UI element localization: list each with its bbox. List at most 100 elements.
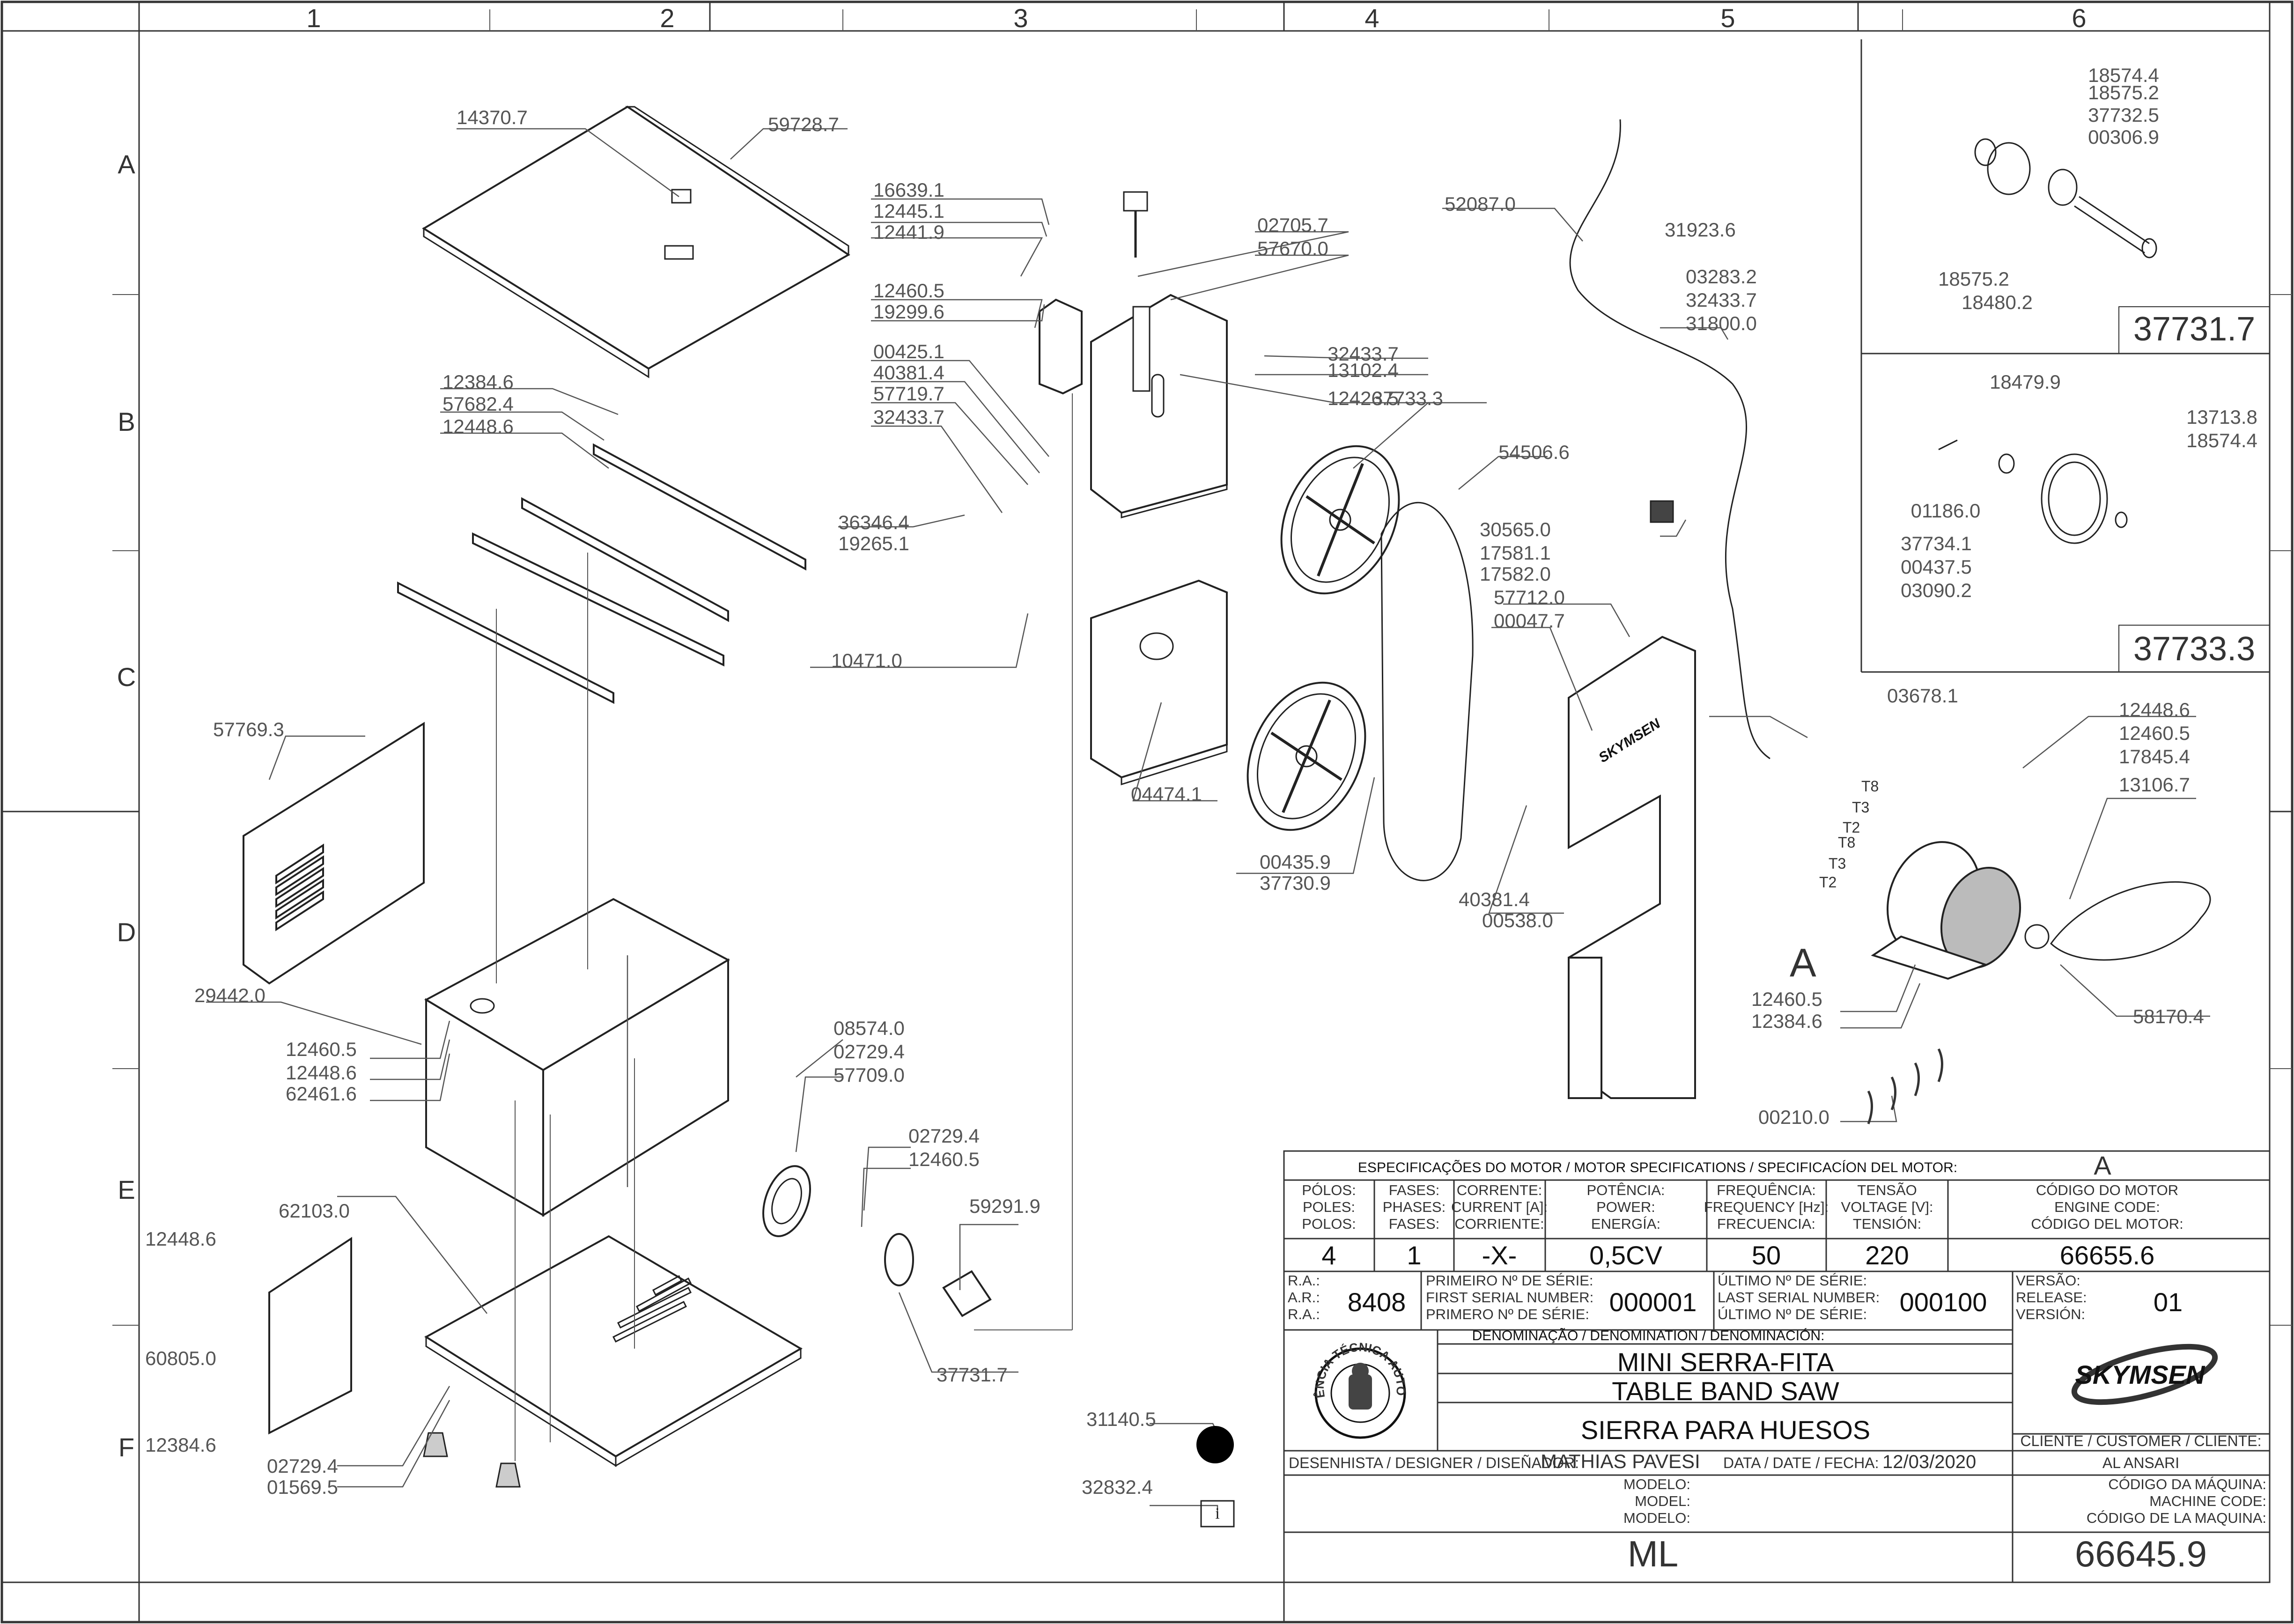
- voltage-label: VOLTAGE [V]:: [1841, 1199, 1933, 1215]
- part-callout: 29442.0: [194, 984, 266, 1006]
- current-label: CORRIENTE:: [1454, 1216, 1544, 1232]
- grid-column-label: 5: [1720, 3, 1735, 33]
- detail-b-callout: 13713.8: [2186, 406, 2257, 428]
- motor-wire-label: T2: [1843, 819, 1860, 836]
- part-callout: 59291.9: [969, 1195, 1040, 1217]
- motor-wire-label: T8: [1861, 778, 1879, 795]
- part-callout: 59728.7: [768, 113, 839, 135]
- part-callout: 02729.4: [834, 1041, 905, 1063]
- engine-code-label: ENGINE CODE:: [2054, 1199, 2160, 1215]
- poles-value: 4: [1321, 1240, 1336, 1270]
- part-callout: 14370.7: [457, 106, 528, 128]
- detail-a-callout: 18575.2: [1938, 268, 2009, 290]
- part-callout: 02729.4: [908, 1125, 980, 1147]
- power-value: 0,5CV: [1589, 1240, 1662, 1270]
- part-callout: 13106.7: [2119, 774, 2190, 796]
- engine-code-value: 66655.6: [2060, 1240, 2154, 1270]
- name-en: TABLE BAND SAW: [1612, 1376, 1839, 1406]
- grid-column-label: 1: [306, 3, 321, 33]
- first-serial-value: 000001: [1609, 1287, 1697, 1317]
- denomination-label: DENOMINAÇÃO / DENOMINATION / DENOMINACIÓ…: [1472, 1328, 1825, 1343]
- part-callout: 02705.7: [1257, 214, 1328, 236]
- name-pt: MINI SERRA-FITA: [1617, 1347, 1834, 1377]
- customer-value: AL ANSARI: [2102, 1454, 2179, 1471]
- part-callout: 40381.4: [873, 362, 944, 384]
- detail-a-labels: 18574.418575.237732.500306.918575.218480…: [1938, 64, 2255, 348]
- detail-b-code: 37733.3: [2133, 630, 2255, 668]
- grid-row-label: C: [117, 662, 136, 692]
- detail-b-callout: 03090.2: [1901, 579, 1972, 601]
- spec-labels: PÓLOS:POLES:POLOS:FASES:PHASES:FASES:COR…: [1288, 1182, 2183, 1322]
- ra-label: R.A.:: [1288, 1306, 1320, 1322]
- frequency-label: FRECUENCIA:: [1717, 1216, 1815, 1232]
- part-callout: 17845.4: [2119, 746, 2190, 768]
- detail-b-callout: 18574.4: [2186, 429, 2257, 451]
- part-callout: 03678.1: [1887, 685, 1958, 707]
- power-label: ENERGÍA:: [1591, 1216, 1660, 1232]
- brand-wordmark: SKYMSEN: [2075, 1360, 2205, 1389]
- version-label: VERSÃO:: [2016, 1272, 2080, 1289]
- part-callout: 12448.6: [443, 415, 514, 437]
- ra-label: A.R.:: [1288, 1289, 1320, 1306]
- part-callout: 31923.6: [1665, 219, 1736, 241]
- part-callout: 12460.5: [1751, 988, 1822, 1010]
- part-callout: 12445.1: [873, 200, 944, 222]
- guide-rails: [397, 443, 806, 704]
- ra-value: 8408: [1348, 1287, 1406, 1317]
- first-serial-label: FIRST SERIAL NUMBER:: [1426, 1289, 1593, 1306]
- poles-label: POLES:: [1303, 1199, 1355, 1215]
- part-callout: 12460.5: [908, 1148, 980, 1170]
- drive-belt: [2050, 881, 2211, 961]
- misc-small-parts: i: [1123, 191, 1943, 1528]
- motor: [1871, 841, 2050, 980]
- part-callout: 37733.3: [1372, 387, 1443, 409]
- side-access-panel: [268, 1237, 352, 1435]
- grid-column-label: 4: [1365, 3, 1379, 33]
- part-callout: 57682.4: [443, 393, 514, 415]
- part-callout: 12426.5: [1328, 387, 1399, 409]
- part-callout: 00425.1: [873, 340, 944, 362]
- motor-pulley: [762, 1165, 992, 1317]
- detail-a-callout: 37732.5: [2088, 104, 2159, 126]
- last-serial-label: LAST SERIAL NUMBER:: [1718, 1289, 1880, 1306]
- frequency-label: FREQUENCY [Hz]:: [1704, 1199, 1829, 1215]
- front-panel: [243, 722, 425, 985]
- callout-leaders: [206, 128, 2210, 1513]
- first-serial-label: PRIMERO Nº DE SÉRIE:: [1426, 1306, 1589, 1322]
- voltage-label: TENSIÓN:: [1853, 1216, 1921, 1232]
- power-label: POTÊNCIA:: [1586, 1182, 1665, 1198]
- detail-b-callout: 00437.5: [1901, 556, 1972, 578]
- part-callout: 37730.9: [1260, 872, 1331, 894]
- version-label: RELEASE:: [2016, 1289, 2087, 1306]
- first-serial-label: PRIMEIRO Nº DE SÉRIE:: [1426, 1272, 1593, 1289]
- detail-a-callout: 18575.2: [2088, 81, 2159, 103]
- part-callout: 04474.1: [1131, 783, 1202, 805]
- part-callout: 32433.7: [1686, 289, 1757, 311]
- model-label: MODELO:: [1623, 1510, 1690, 1526]
- power-cord: [1569, 119, 1770, 760]
- detail-a-callout: 18574.4: [2088, 64, 2159, 86]
- designer-label: DESENHISTA / DESIGNER / DISEÑADOR:: [1289, 1454, 1579, 1471]
- projection-lines: [496, 393, 1073, 1461]
- part-callout: 32832.4: [1082, 1476, 1153, 1498]
- base-plate: [423, 1235, 803, 1488]
- title-block: [1283, 1150, 2271, 1583]
- phases-label: PHASES:: [1383, 1199, 1446, 1215]
- detail-b-labels: 18479.913713.818574.401186.037734.100437…: [1901, 371, 2257, 668]
- ra-label: R.A.:: [1288, 1272, 1320, 1289]
- part-callout: 37731.7: [937, 1364, 1008, 1386]
- phases-value: 1: [1407, 1240, 1421, 1270]
- motor-wire-label: T2: [1819, 874, 1837, 891]
- machine-code-label: CÓDIGO DA MÁQUINA:MACHINE CODE:CÓDIGO DE…: [2087, 1476, 2266, 1526]
- detail-a-code: 37731.7: [2133, 310, 2255, 348]
- part-callout: 13102.4: [1328, 359, 1399, 381]
- motor-spec-title: ESPECIFICAÇÕES DO MOTOR / MOTOR SPECIFIC…: [1358, 1159, 1957, 1175]
- front-cover: [1568, 635, 1696, 1099]
- part-callout: 62103.0: [279, 1200, 350, 1222]
- part-callout: 31140.5: [1086, 1408, 1156, 1430]
- engine-code-label: CÓDIGO DEL MOTOR:: [2031, 1216, 2183, 1232]
- part-callout: 57719.7: [873, 383, 944, 405]
- upper-wheel: [1280, 445, 1400, 595]
- part-callout: 00435.9: [1260, 851, 1331, 873]
